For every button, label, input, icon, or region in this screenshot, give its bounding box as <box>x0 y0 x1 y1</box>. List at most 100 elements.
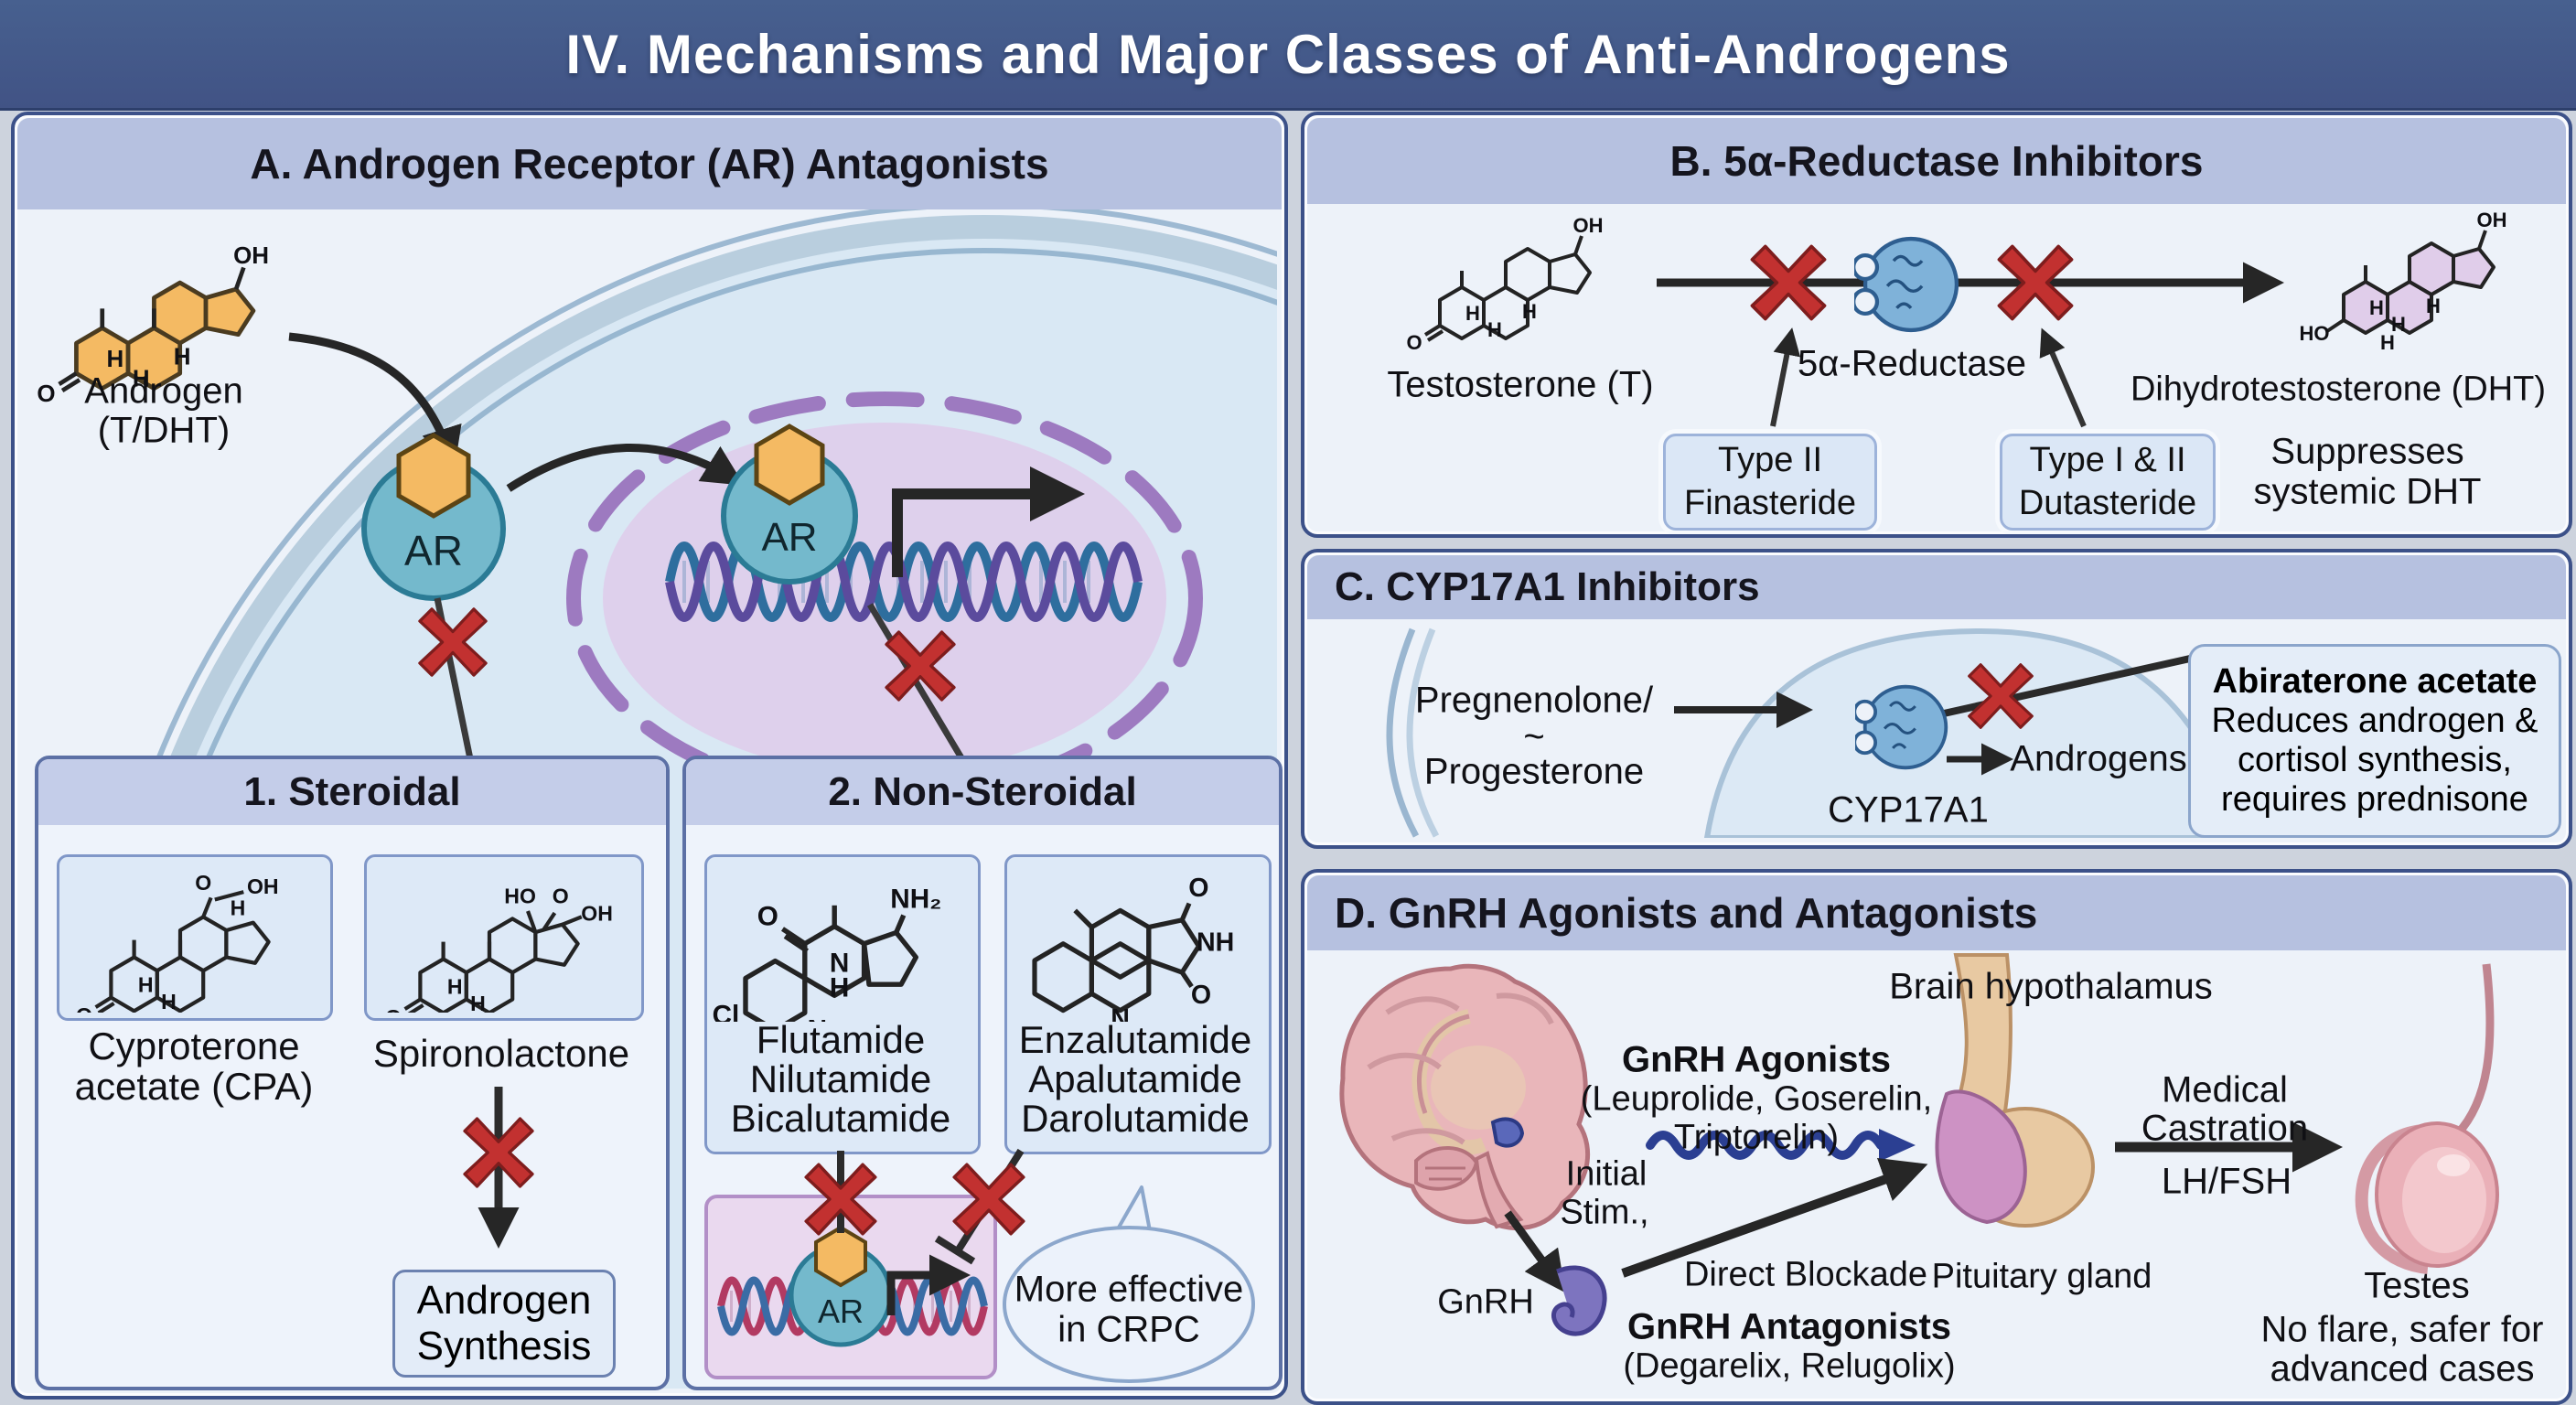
enzalutamide-label: Enzalutamide <box>1018 1018 1252 1061</box>
panel-ar-antagonists: A. Androgen Receptor (AR) Antagonists <box>11 112 1288 1400</box>
gnrh-agonists-drugs-2: Triptorelin) <box>1673 1118 1840 1157</box>
androgen-label: Androgen <box>84 370 243 412</box>
no-flare-label: No flare, safer for <box>2260 1309 2544 1350</box>
cyp17a1-label: CYP17A1 <box>1828 789 1989 831</box>
androgen-synthesis-box: Androgen Synthesis <box>392 1270 616 1378</box>
ar-receptor-cytoplasm: AR <box>361 433 506 601</box>
svg-text:H: H <box>133 364 150 391</box>
gnrh-bean-icon <box>1551 1265 1607 1336</box>
pituitary-gland-label: Pituitary gland <box>1931 1257 2152 1296</box>
svg-text:H: H <box>1522 300 1537 323</box>
spironolactone-label: Spironolactone <box>372 1032 630 1075</box>
brain-illustration <box>1339 963 1591 1231</box>
svg-text:H: H <box>830 973 849 1003</box>
bicalutamide-label: Bicalutamide <box>730 1097 951 1140</box>
svg-text:O: O <box>757 901 778 931</box>
dutasteride-box: Type I & II Dutasteride <box>2000 434 2216 531</box>
initial-stim-label-2: Stim., <box>1560 1193 1649 1232</box>
dht-label: Dihydrotestosterone (DHT) <box>2130 370 2547 409</box>
svg-text:H: H <box>470 992 486 1013</box>
gnrh-agonists-label: GnRH Agonists <box>1621 1039 1892 1080</box>
testosterone-label: Testosterone (T) <box>1387 364 1654 405</box>
synthesis-label: Androgen <box>416 1278 592 1323</box>
enzyme-icon <box>1853 239 1957 330</box>
spironolactone-molecule: HO O OH O H H <box>385 885 613 1029</box>
panel-c-header: C. CYP17A1 Inhibitors <box>1307 555 2566 619</box>
transcription-arrow-small <box>886 1254 971 1315</box>
svg-text:AR: AR <box>761 515 817 560</box>
progesterone-label: Progesterone <box>1423 751 1645 792</box>
darolutamide-label: Darolutamide <box>1021 1097 1250 1140</box>
svg-text:NH: NH <box>1197 928 1234 958</box>
tilde-label: ~ <box>1523 716 1545 757</box>
panel-d-header: D. GnRH Agonists and Antagonists <box>1307 875 2566 950</box>
svg-text:N: N <box>830 949 849 979</box>
svg-text:H: H <box>174 343 191 370</box>
gnrh-antagonists-drugs: (Degarelix, Relugolix) <box>1623 1346 1956 1386</box>
svg-text:O: O <box>553 885 569 908</box>
initial-stim-label: Initial <box>1565 1154 1648 1194</box>
medical-castration-label: Medical <box>2162 1069 2288 1110</box>
svg-text:OH: OH <box>581 902 613 926</box>
dht-molecule: OH HO H H H H <box>2300 209 2507 354</box>
lh-fsh-label: LH/FSH <box>2161 1161 2292 1202</box>
finasteride-label: Finasteride <box>1684 484 1856 523</box>
cyproterone-structure-card: O OH H O H H <box>57 854 333 1027</box>
red-x-icon <box>952 1163 1025 1236</box>
steroidal-header: 1. Steroidal <box>38 759 666 825</box>
flutamide-label: Flutamide <box>756 1018 926 1061</box>
svg-text:H: H <box>2369 296 2384 319</box>
cell-membrane-arc <box>1386 627 1420 838</box>
dutasteride-label: Dutasteride <box>2018 484 2197 523</box>
svg-text:H: H <box>161 990 177 1013</box>
gnrh-label: GnRH <box>1437 1282 1534 1322</box>
blocked-path-line <box>1935 655 2191 719</box>
testes-label: Testes <box>2364 1265 2470 1306</box>
gnrh-antagonists-label: GnRH Antagonists <box>1626 1306 1952 1347</box>
svg-text:H: H <box>231 896 246 919</box>
panel-d-scene <box>1339 953 2499 1336</box>
spironolactone-structure-card: HO O OH O H H <box>364 854 644 1029</box>
svg-text:H: H <box>138 972 154 996</box>
cell-membrane-arc-2 <box>1406 627 1440 838</box>
medical-castration-label-2: Castration <box>2141 1108 2309 1149</box>
panel-a-header: A. Androgen Receptor (AR) Antagonists <box>17 118 1282 209</box>
testosterone-molecule: OH O H H H <box>1406 214 1603 354</box>
androgen-label-2: (T/DHT) <box>97 410 231 451</box>
main-title: IV. Mechanisms and Major Classes of Anti… <box>565 23 2011 85</box>
finasteride-box: Type II Finasteride <box>1663 434 1877 531</box>
systemic-dht-label: systemic DHT <box>2253 471 2482 512</box>
reductase-label: 5α-Reductase <box>1798 343 2026 384</box>
enzalutamide-structure-card: O NH O N H <box>1004 854 1272 1154</box>
androgen-entry-arrow <box>288 332 462 469</box>
wavy-arrow-icon <box>1646 1129 1916 1162</box>
svg-text:O: O <box>37 380 55 407</box>
testes-illustration <box>2355 963 2499 1274</box>
androgens-label: Androgens <box>2010 738 2187 779</box>
tbar-cap <box>934 1235 976 1265</box>
flutamide-structure-card: O NH₂ N H Cl N H <box>704 854 981 1154</box>
androgen-molecule: OH O H H H <box>37 241 269 407</box>
panel-b-scene: OH O H H H OH <box>1406 209 2507 428</box>
svg-text:H: H <box>2426 295 2441 317</box>
transcription-arrow <box>892 467 1085 577</box>
synthesis-label-2: Synthesis <box>416 1324 592 1368</box>
cyproterone-label-2: acetate (CPA) <box>74 1065 314 1108</box>
svg-text:H: H <box>1465 302 1480 325</box>
nilutamide-label: Nilutamide <box>749 1057 932 1100</box>
brain-hypothalamus-label: Brain hypothalamus <box>1889 966 2213 1007</box>
svg-text:H: H <box>1487 318 1502 341</box>
non-steroidal-header: 2. Non-Steroidal <box>686 759 1279 825</box>
svg-text:AR: AR <box>818 1292 864 1330</box>
direct-blockade-arrow <box>1621 1157 1928 1278</box>
panel-gnrh: D. GnRH Agonists and Antagonists <box>1301 869 2572 1405</box>
title-banner: IV. Mechanisms and Major Classes of Anti… <box>0 0 2576 111</box>
apalutamide-label: Apalutamide <box>1028 1057 1242 1100</box>
svg-text:HO: HO <box>504 885 536 908</box>
ar-receptor-nucleus: AR <box>721 424 858 585</box>
svg-text:O: O <box>1191 981 1211 1010</box>
svg-text:OH: OH <box>1573 214 1604 237</box>
ar-receptor-inset: AR <box>789 1225 893 1347</box>
type-ii-label: Type II <box>1717 440 1823 479</box>
